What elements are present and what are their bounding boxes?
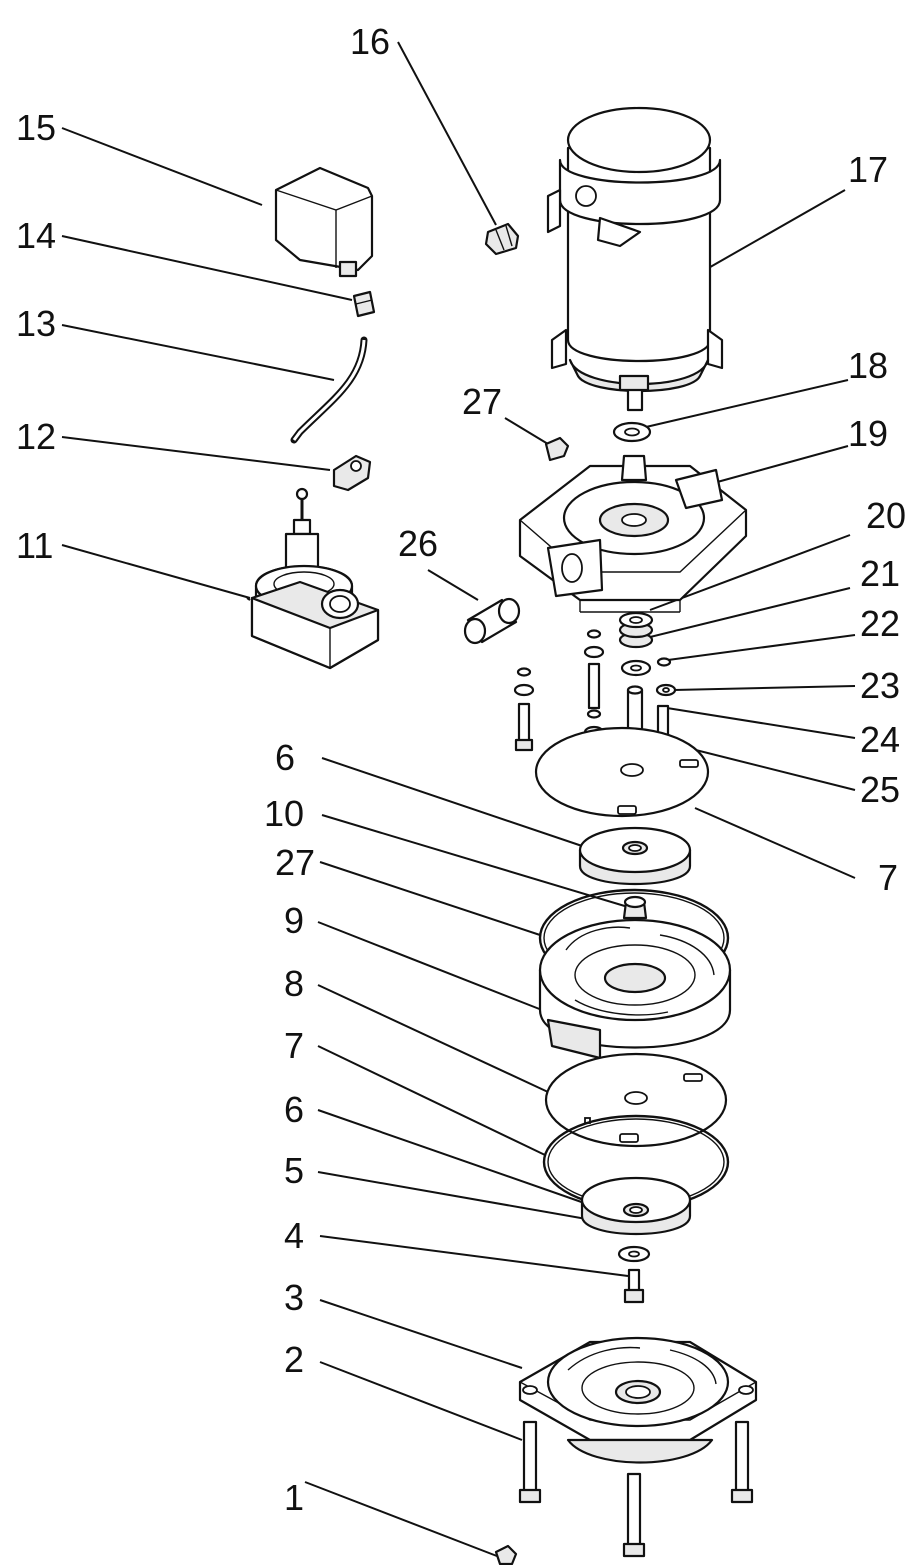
- callout-2: 2: [284, 1339, 304, 1380]
- callout-11: 11: [16, 525, 53, 566]
- callout-10: 10: [264, 793, 304, 834]
- part-27-fitting: [544, 436, 570, 462]
- part-10-nut: [622, 895, 648, 920]
- leader-14: [61, 235, 353, 301]
- leader-8-lower: [317, 984, 549, 1093]
- part-1-plug: [494, 1544, 518, 1565]
- part-12-elbow: [332, 454, 372, 492]
- leader-7-upper: [319, 861, 541, 936]
- part-4-bolt: [623, 1268, 645, 1304]
- callout-6-upper: 6: [275, 737, 295, 778]
- callout-5: 5: [284, 1150, 304, 1191]
- part-26-coupling: [463, 597, 521, 645]
- leader-23: [673, 685, 856, 691]
- callout-24: 24: [860, 719, 900, 760]
- callout-19: 19: [848, 413, 888, 454]
- leader-13: [61, 324, 335, 381]
- part-20-seal: [618, 611, 654, 649]
- callout-numbers: 1 2 3 4 5 6 7 8 9 27 10 6 11 12 13 14 15…: [16, 21, 906, 1518]
- part-6-impeller-upper: [578, 826, 692, 885]
- part-15-cover: [274, 166, 374, 278]
- part-23-washer: [655, 683, 677, 697]
- part-21-washer: [620, 659, 652, 677]
- callout-26: 26: [398, 523, 438, 564]
- leader-8-upper: [694, 807, 856, 879]
- callout-22: 22: [860, 603, 900, 644]
- callout-25: 25: [860, 769, 900, 810]
- part-3-base: [518, 1336, 758, 1464]
- callout-15: 15: [16, 107, 56, 148]
- part-17-motor: [546, 106, 724, 412]
- leader-5: [317, 1171, 616, 1225]
- callout-12: 12: [16, 416, 56, 457]
- leader-19: [709, 445, 849, 485]
- leader-27: [504, 417, 549, 445]
- leader-6-upper: [321, 757, 589, 849]
- leader-10: [321, 814, 629, 908]
- callout-8-upper: 7: [878, 857, 898, 898]
- part-22-washer: [656, 657, 672, 667]
- part-8-plate-lower: [544, 1052, 728, 1148]
- part-13-tube: [290, 336, 368, 444]
- callout-7-upper: 27: [275, 842, 315, 883]
- leader-9: [317, 921, 543, 1011]
- callout-4: 4: [284, 1215, 304, 1256]
- callout-27: 27: [462, 381, 502, 422]
- leader-7-lower: [317, 1045, 546, 1156]
- leader-21: [645, 587, 851, 639]
- callout-23: 23: [860, 665, 900, 706]
- part-9-housing: [538, 918, 732, 1060]
- part-16-plug: [484, 222, 520, 256]
- leader-26: [427, 569, 479, 601]
- part-11-switch: [250, 487, 380, 670]
- leader-6-lower: [317, 1109, 591, 1206]
- callout-21: 21: [860, 553, 900, 594]
- part-14-fitting: [352, 290, 376, 318]
- leader-3: [319, 1299, 523, 1369]
- leader-lines: [61, 41, 856, 1559]
- leader-18: [645, 379, 849, 428]
- callout-16: 16: [350, 21, 390, 62]
- leader-2: [319, 1361, 523, 1441]
- callout-20: 20: [866, 495, 906, 536]
- callout-14: 14: [16, 215, 56, 256]
- callout-13: 13: [16, 303, 56, 344]
- callout-9: 9: [284, 900, 304, 941]
- callout-18: 18: [848, 345, 888, 386]
- part-19-housing: [518, 454, 748, 613]
- callout-7-lower: 7: [284, 1025, 304, 1066]
- callout-1: 1: [284, 1477, 304, 1518]
- callout-6-lower: 6: [284, 1089, 304, 1130]
- leader-4: [319, 1235, 629, 1277]
- leader-15: [61, 127, 263, 206]
- part-8-plate-upper: [534, 726, 710, 818]
- callout-3: 3: [284, 1277, 304, 1318]
- leader-1: [304, 1481, 503, 1559]
- callout-17: 17: [848, 149, 888, 190]
- leader-24: [666, 707, 856, 739]
- leader-16: [397, 41, 497, 226]
- leader-22: [667, 634, 856, 661]
- leader-12: [61, 436, 331, 471]
- leader-17: [704, 189, 846, 271]
- part-2-bolts: [518, 1420, 754, 1558]
- callout-8-lower: 8: [284, 963, 304, 1004]
- leader-11: [61, 544, 251, 599]
- part-5-washer: [617, 1245, 651, 1263]
- part-18-washer: [612, 421, 652, 443]
- part-6-impeller-lower: [580, 1176, 692, 1235]
